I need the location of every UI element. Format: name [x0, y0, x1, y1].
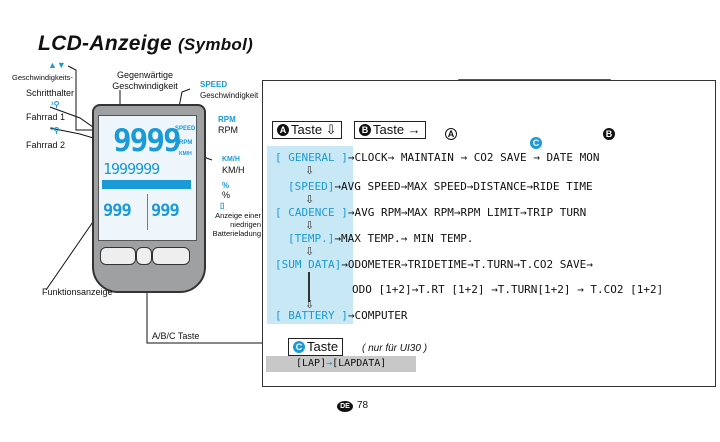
down-arrow-icon: ⇩ [305, 165, 315, 177]
menu-row-battery: [ BATTERY ]→COMPUTER [275, 309, 408, 322]
menu-row-general: [ GENERAL ]→CLOCK→ MAINTAIN → CO2 SAVE →… [275, 151, 600, 164]
lcd-speed-tag: SPEED [175, 126, 196, 132]
label-bike1: Fahrrad 1 [26, 112, 66, 122]
lcd-rpm-tag: RPM [179, 140, 193, 146]
menu-row-sumdata: [SUM DATA]→ODOMETER→TRIDETIME→T.TURN→T.C… [275, 258, 593, 271]
device-key-c-marker: C [530, 134, 544, 152]
label-abc-key: A/B/C Taste [152, 331, 200, 341]
device-key-b-marker: B [603, 125, 617, 143]
bike2-icon: ²⚲ [51, 126, 60, 135]
bike1-icon: ¹⚲ [51, 100, 60, 109]
lcd-sub-left: 999 [103, 201, 132, 221]
button-a[interactable] [100, 247, 136, 265]
menu-row-speed: [SPEED]→AVG SPEED→MAX SPEED→DISTANCE→RID… [288, 180, 593, 193]
label-pacer-2: Schritthalter [26, 88, 75, 98]
category-highlight [267, 146, 353, 324]
lap-row: [LAP]→[LAPDATA] [266, 356, 416, 372]
label-rpm: RPM [218, 125, 238, 135]
lcd-screen: 9999 SPEED RPM KM/H 1999999 999 999 [98, 115, 197, 241]
menu-row-temp: [TEMP.]→MAX TEMP.→ MIN TEMP. [288, 232, 474, 245]
menu-row-sumdata-2: ODO [1+2]→T.RT [1+2] →T.TURN[1+2] → T.CO… [352, 283, 664, 296]
kmh-symbol: KM/H [222, 156, 240, 163]
label-speed: Geschwindigkeit [200, 91, 259, 100]
lcd-odometer: 1999999 [103, 160, 160, 178]
a-icon: A [277, 124, 289, 136]
down-arrow-icon: ⇩ [305, 194, 315, 206]
device-key-a-marker: A [445, 125, 459, 143]
label-pacer-1: Geschwindigkeits- [12, 73, 73, 82]
label-kmh: KM/H [222, 165, 245, 175]
rpm-symbol: RPM [218, 115, 236, 124]
lcd-main-speed: 9999 [113, 123, 182, 159]
lcd-sub-right: 999 [151, 201, 180, 221]
c-key-note: ( nur für UI30 ) [362, 343, 428, 354]
page-number: 78 [357, 400, 369, 411]
battery-icon: ▯ [220, 201, 225, 210]
c-icon: C [293, 341, 305, 353]
lcd-divider [147, 194, 148, 230]
label-percent: % [222, 190, 231, 200]
page-footer: DE 78 [337, 400, 368, 412]
speed-symbol: SPEED [200, 80, 228, 89]
b-icon: B [359, 124, 371, 136]
label-bike2: Fahrrad 2 [26, 140, 66, 150]
down-arrow-icon: ⇩ [305, 246, 315, 258]
lcd-kmh-tag: KM/H [179, 151, 192, 157]
button-b[interactable] [152, 247, 190, 265]
button-c[interactable] [136, 247, 152, 265]
page-title: LCD-Anzeige(Symbol) [38, 32, 254, 55]
down-arrow-icon: ⇩ [305, 220, 315, 232]
language-badge: DE [337, 401, 353, 412]
down-arrow-icon: ⇩ [305, 299, 315, 311]
menu-row-cadence: [ CADENCE ]→AVG RPM→MAX RPM→RPM LIMIT→TR… [275, 206, 587, 219]
label-function-display: Funktionsanzeige [42, 287, 113, 297]
percent-symbol: % [222, 181, 230, 190]
lcd-bar-graph [102, 180, 191, 189]
pacer-arrows-icon: ▲▼ [48, 60, 66, 70]
long-down-arrow [308, 272, 310, 302]
